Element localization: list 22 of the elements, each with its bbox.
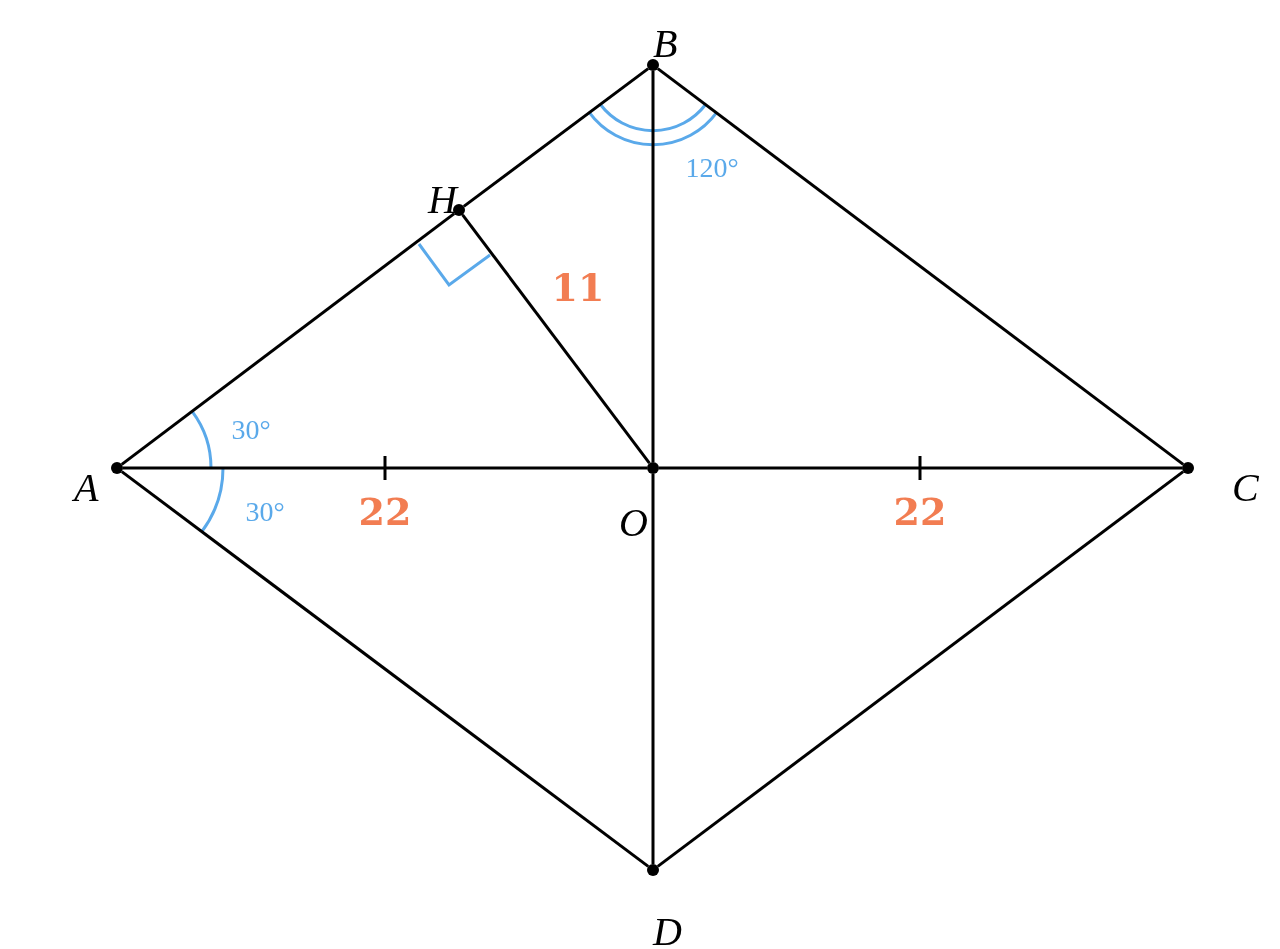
point-label: C bbox=[1232, 468, 1259, 508]
line-segment bbox=[462, 67, 650, 208]
length-label: 22 bbox=[893, 493, 947, 531]
line-segment bbox=[656, 470, 1185, 868]
point-label: B bbox=[653, 24, 678, 64]
line-segment bbox=[120, 212, 456, 466]
point-label: D bbox=[653, 912, 682, 949]
line-segment bbox=[651, 71, 655, 462]
line-segment bbox=[123, 466, 647, 470]
angle-label: 120° bbox=[685, 154, 739, 182]
line-segment bbox=[651, 474, 655, 864]
length-label: 22 bbox=[358, 493, 412, 531]
line-segment bbox=[656, 67, 1185, 466]
angle-label: 30° bbox=[245, 498, 285, 526]
angle-label: 30° bbox=[231, 416, 271, 444]
line-segment bbox=[120, 470, 650, 868]
length-label: 11 bbox=[551, 269, 605, 307]
point-label: O bbox=[619, 503, 648, 543]
point-label: A bbox=[74, 468, 99, 508]
point-label: H bbox=[428, 180, 457, 220]
line-segment bbox=[659, 466, 1182, 470]
line-segment bbox=[461, 213, 651, 465]
